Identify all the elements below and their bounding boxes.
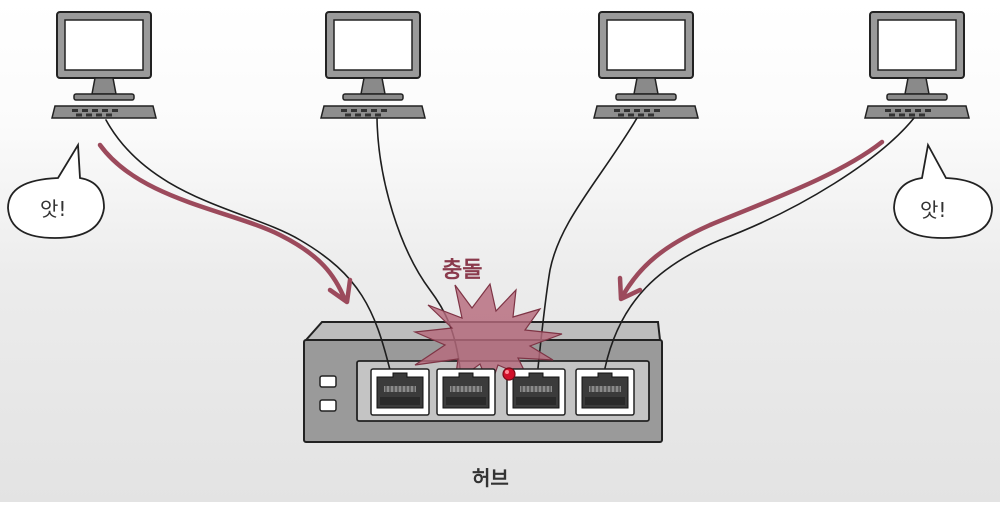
ethernet-port-icon — [370, 368, 430, 416]
collision-label: 충돌 — [442, 258, 483, 283]
signal-arrow-left — [97, 142, 348, 303]
computer-monitor-icon — [51, 11, 157, 119]
ethernet-port-icon — [506, 368, 566, 416]
hub-status-light — [319, 375, 337, 388]
speech-bubble-left — [7, 142, 105, 239]
speech-bubble-right — [893, 142, 993, 239]
cable-1 — [105, 119, 391, 371]
cable-4 — [604, 117, 915, 369]
computer-monitor-icon — [864, 11, 970, 119]
ethernet-port-icon — [575, 368, 635, 416]
collision-led-highlight — [505, 370, 509, 374]
ethernet-port-icon — [436, 368, 496, 416]
computer-monitor-icon — [593, 11, 699, 119]
hub-status-light — [319, 399, 337, 412]
cable-3 — [537, 117, 638, 369]
speech-bubble-left-text: 앗! — [40, 197, 67, 221]
hub-label: 허브 — [472, 466, 509, 490]
signal-arrow-left-head — [327, 277, 353, 305]
signal-arrow-right — [619, 139, 885, 300]
speech-bubble-right-text: 앗! — [920, 198, 947, 222]
signal-arrow-right-head — [617, 275, 643, 302]
collision-led — [502, 367, 516, 381]
computer-monitor-icon — [320, 11, 426, 119]
